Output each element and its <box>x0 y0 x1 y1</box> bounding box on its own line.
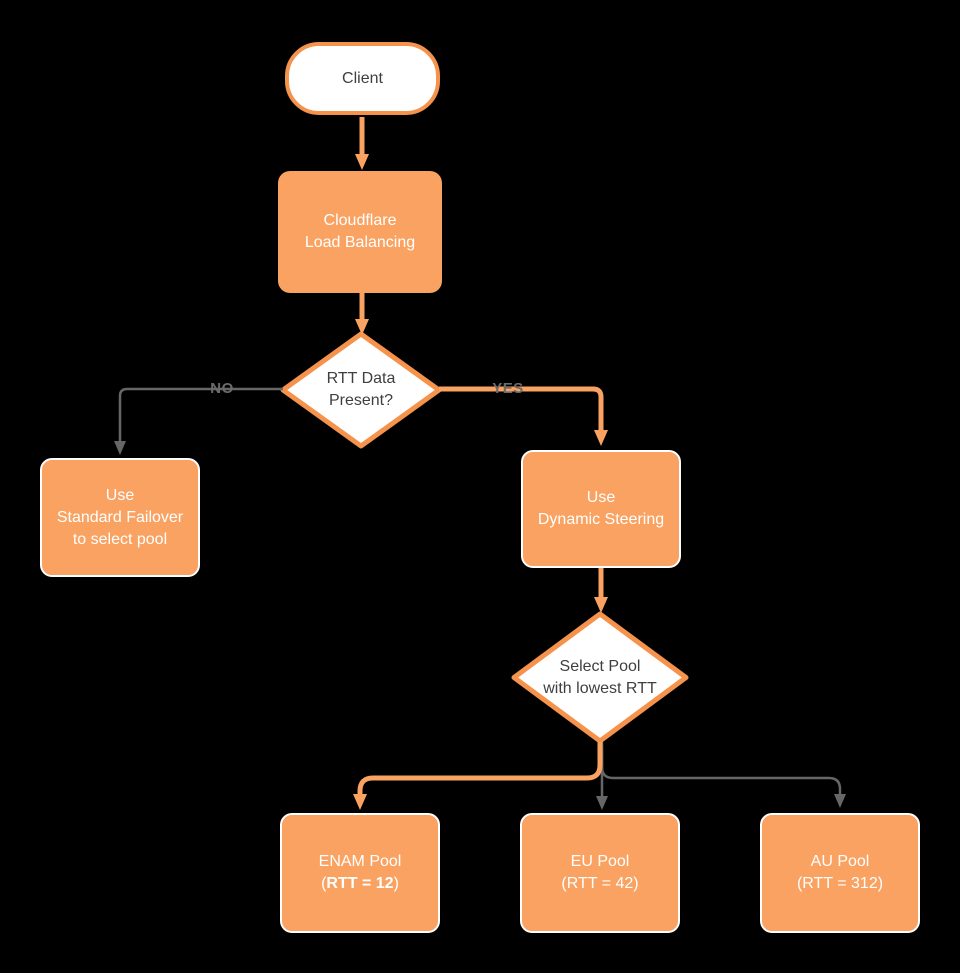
edge-label-no: NO <box>210 379 234 397</box>
node-dynamic-steering-label: Use Dynamic Steering <box>537 489 665 528</box>
node-enam-pool: ENAM Pool (RTT = 12) <box>280 813 440 933</box>
decision-diamond-select-pool <box>511 611 689 744</box>
edge-no-to-standard-failover <box>114 387 283 455</box>
enam-pool-rtt: (RTT = 12) <box>321 875 399 892</box>
edge-yes-to-dynamic-steering <box>439 386 608 446</box>
au-pool-name: AU Pool <box>810 853 870 870</box>
node-au-pool: AU Pool (RTT = 312) <box>760 813 920 933</box>
node-eu-pool: EU Pool (RTT = 42) <box>520 813 680 933</box>
node-standard-failover-label: Use Standard Failover to select pool <box>56 486 184 548</box>
node-cloudflare-label: Cloudflare Load Balancing <box>304 212 416 251</box>
node-select-pool-label: Select Pool with lowest RTT <box>543 657 657 697</box>
node-standard-failover: Use Standard Failover to select pool <box>40 458 200 577</box>
au-pool-rtt: (RTT = 312) <box>796 875 884 892</box>
node-rtt-decision-label: RTT Data Present? <box>326 370 396 409</box>
edge-select-pool-to-au <box>600 745 846 808</box>
eu-pool-rtt: (RTT = 42) <box>561 875 639 892</box>
node-client: Client <box>285 42 440 115</box>
node-client-label: Client <box>342 69 383 87</box>
decision-diamond-rtt-present <box>280 331 442 449</box>
edge-select-pool-to-enam <box>353 742 603 810</box>
eu-pool-name: EU Pool <box>570 853 630 870</box>
node-cloudflare-load-balancing: Cloudflare Load Balancing <box>278 171 442 293</box>
node-dynamic-steering: Use Dynamic Steering <box>521 450 681 568</box>
edge-label-yes: YES <box>492 379 524 397</box>
enam-pool-name: ENAM Pool <box>318 853 402 870</box>
